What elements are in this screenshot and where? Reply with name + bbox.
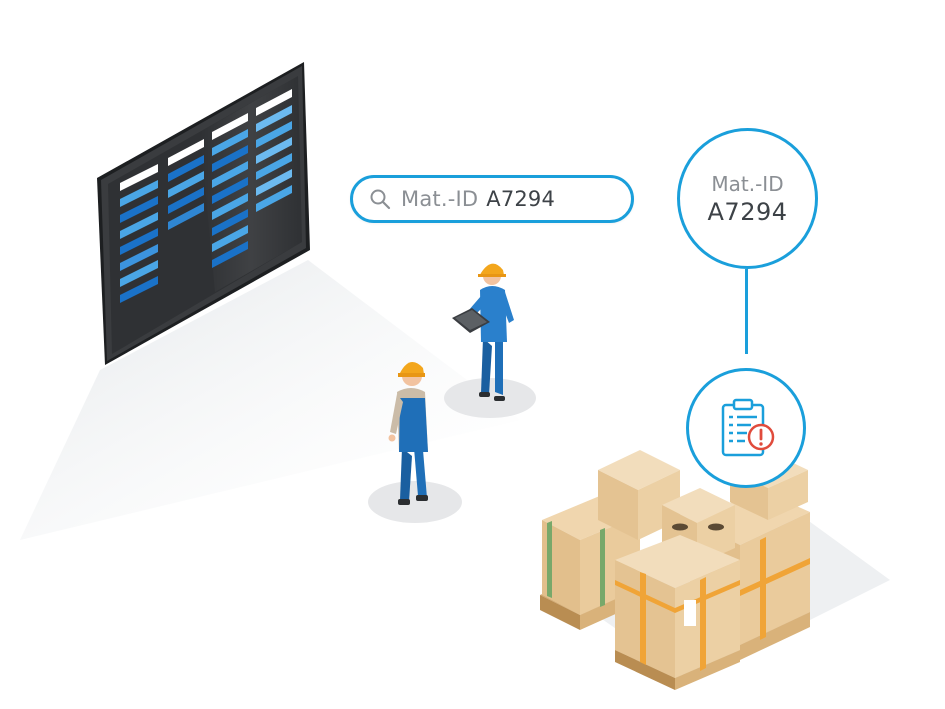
material-id-bubble: Mat.-ID A7294 [677,128,818,269]
search-icon [370,189,391,210]
board-light-shadow [20,260,520,540]
clipboard-alert-icon [721,398,775,457]
search-label: Mat.-ID [401,187,479,211]
board-rows [120,89,292,303]
display-board [97,62,310,365]
bubble-connector-line [745,269,748,354]
worker-with-tablet [444,263,536,418]
material-search-field[interactable]: Mat.-ID A7294 [350,175,634,223]
material-id-value: A7294 [707,197,788,226]
pallet-stack-front [615,535,740,690]
worker-standing [368,362,462,523]
clipboard-alert-bubble [686,368,806,488]
material-id-label: Mat.-ID [711,171,784,196]
search-value: A7294 [486,187,556,211]
